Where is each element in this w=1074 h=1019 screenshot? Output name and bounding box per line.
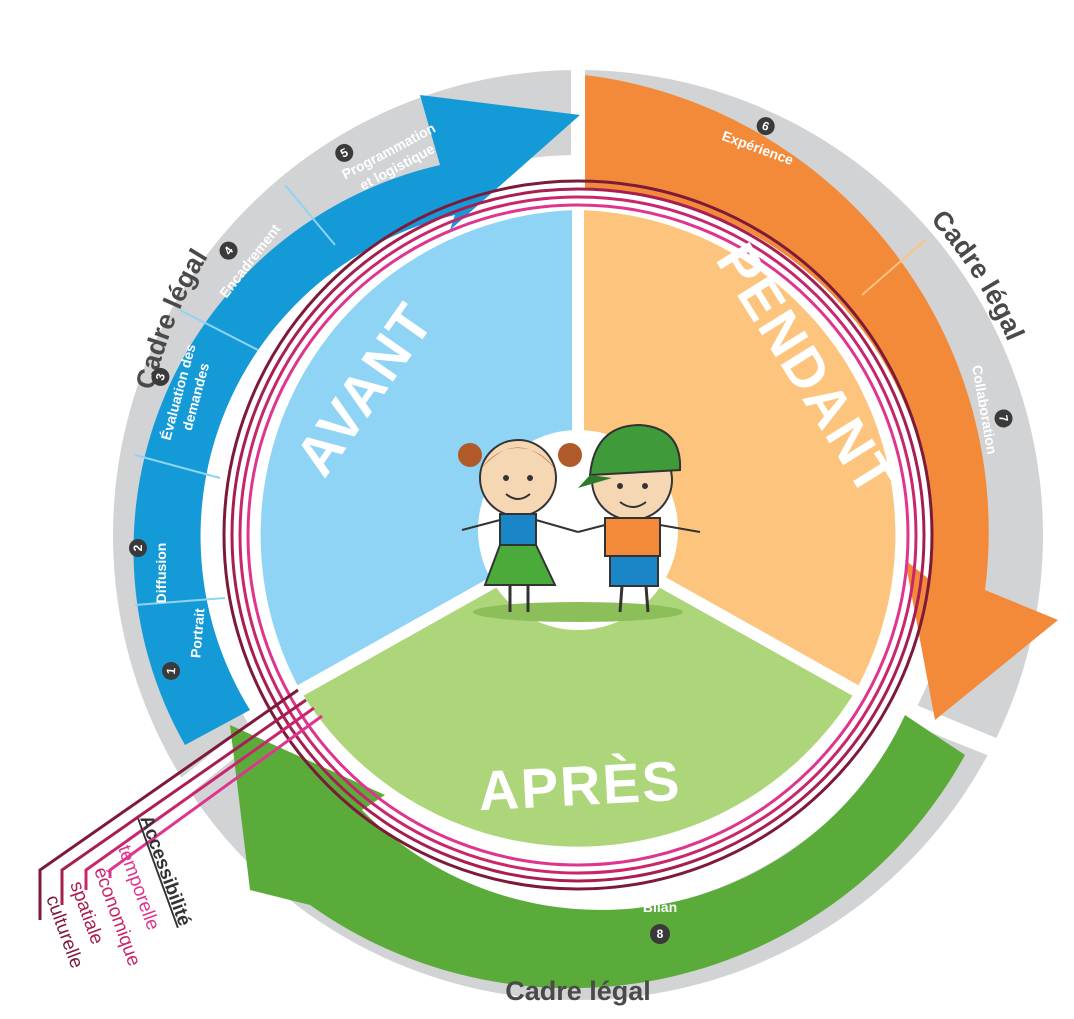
cadre-label-bottom: Cadre légal [505,976,651,1006]
ring-gap-left [30,690,300,915]
kids-illustration [458,423,701,622]
pendant-steps-band [585,75,1058,720]
apres-steps-band [230,715,965,989]
step-label: Portrait [187,607,207,658]
step-number: 3 [153,372,168,382]
phase-label-apres: APRÈS [477,749,683,823]
step-number-badge [129,539,147,557]
step-number: 6 [760,118,771,134]
ring-gap-top [571,0,585,200]
step-number: 8 [657,927,664,941]
boy-figure [577,423,701,613]
ground-shadow [473,602,683,622]
girl-figure [458,439,582,612]
step-number-badge [756,117,775,136]
ring-spatiale [230,187,926,883]
ring-economique [238,195,918,875]
step-number-badge [219,241,238,260]
step-number: 1 [164,667,179,675]
step-number-badge [650,924,670,944]
step-number-badge [151,367,170,386]
line-economique [84,706,315,890]
avant-steps-band [133,95,581,745]
step-label: Bilan [643,899,677,915]
line-culturelle [38,688,299,920]
step-separator [284,184,336,246]
step-2: 2 Diffusion [129,539,169,603]
ring-temporelle [246,203,910,867]
step-number: 7 [996,414,1011,423]
accessibility-rings [38,179,934,920]
step-separator [134,454,221,479]
step-separator [179,309,259,351]
ring-gap-right [870,690,1074,790]
line-temporelle [108,714,323,878]
step-number-badge [162,661,181,680]
step-number-badge [335,143,354,162]
step-8: Bilan 8 [643,899,677,944]
step-1: 1 Portrait [162,607,208,680]
line-spatiale [60,698,307,905]
ring-culturelle [222,179,934,891]
step-number-badge [994,409,1013,428]
step-separator [134,597,226,606]
step-label: Diffusion [153,543,169,604]
step-separator [861,239,926,296]
step-number: 2 [131,544,145,551]
